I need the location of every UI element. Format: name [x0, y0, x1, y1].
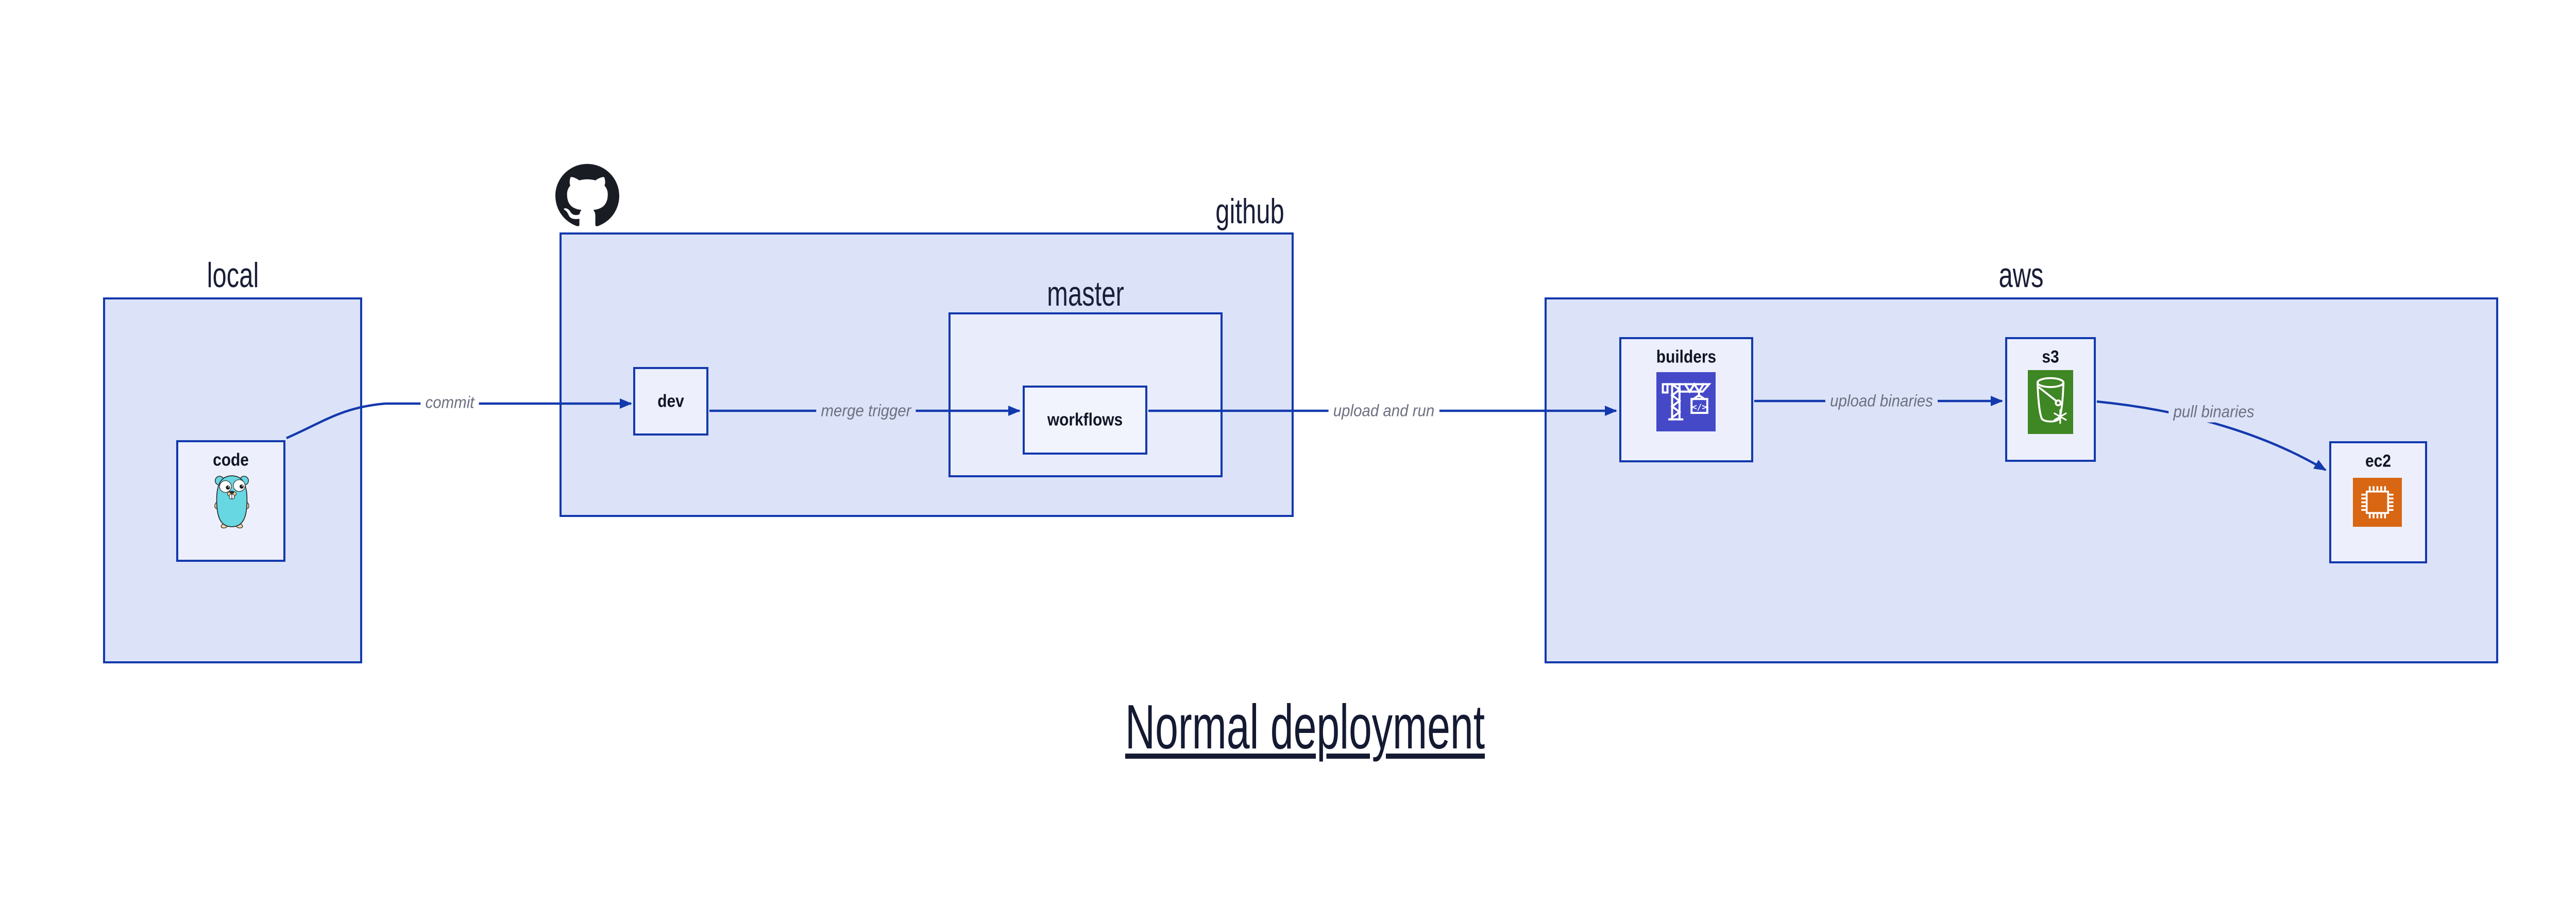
node-ec2-label: ec2 — [2365, 451, 2391, 471]
edge-upload-and-run-label: upload and run — [1328, 400, 1439, 422]
s3-bucket-icon — [2028, 370, 2073, 434]
group-local-label: local — [207, 256, 259, 295]
edge-upload-binaries-label: upload binaries — [1825, 390, 1938, 412]
edge-commit-label: commit — [420, 392, 479, 413]
node-workflows: workflows — [1023, 386, 1147, 455]
node-dev-label: dev — [657, 391, 684, 411]
node-s3-label: s3 — [2042, 347, 2059, 367]
diagram-title: Normal deployment — [1125, 692, 1485, 762]
node-code: code — [176, 440, 285, 562]
edge-pull-binaries-label: pull binaries — [2168, 401, 2259, 423]
ec2-chip-icon — [2353, 478, 2402, 527]
node-s3: s3 — [2005, 337, 2096, 462]
node-builders: builders </> — [1619, 337, 1753, 462]
node-code-label: code — [213, 450, 249, 470]
node-builders-label: builders — [1656, 347, 1717, 367]
node-dev: dev — [633, 367, 708, 436]
codebuild-glyph: </> — [1692, 402, 1707, 412]
node-ec2: ec2 — [2329, 441, 2427, 563]
codebuild-crane-icon: </> — [1656, 372, 1716, 431]
go-gopher-icon — [212, 474, 251, 529]
github-octocat-icon — [555, 164, 619, 228]
node-workflows-label: workflows — [1047, 410, 1123, 430]
edge-merge-trigger-label: merge trigger — [816, 400, 916, 422]
group-master-label: master — [1047, 274, 1124, 313]
group-github-label: github — [1215, 192, 1284, 231]
group-aws-label: aws — [1998, 256, 2044, 295]
